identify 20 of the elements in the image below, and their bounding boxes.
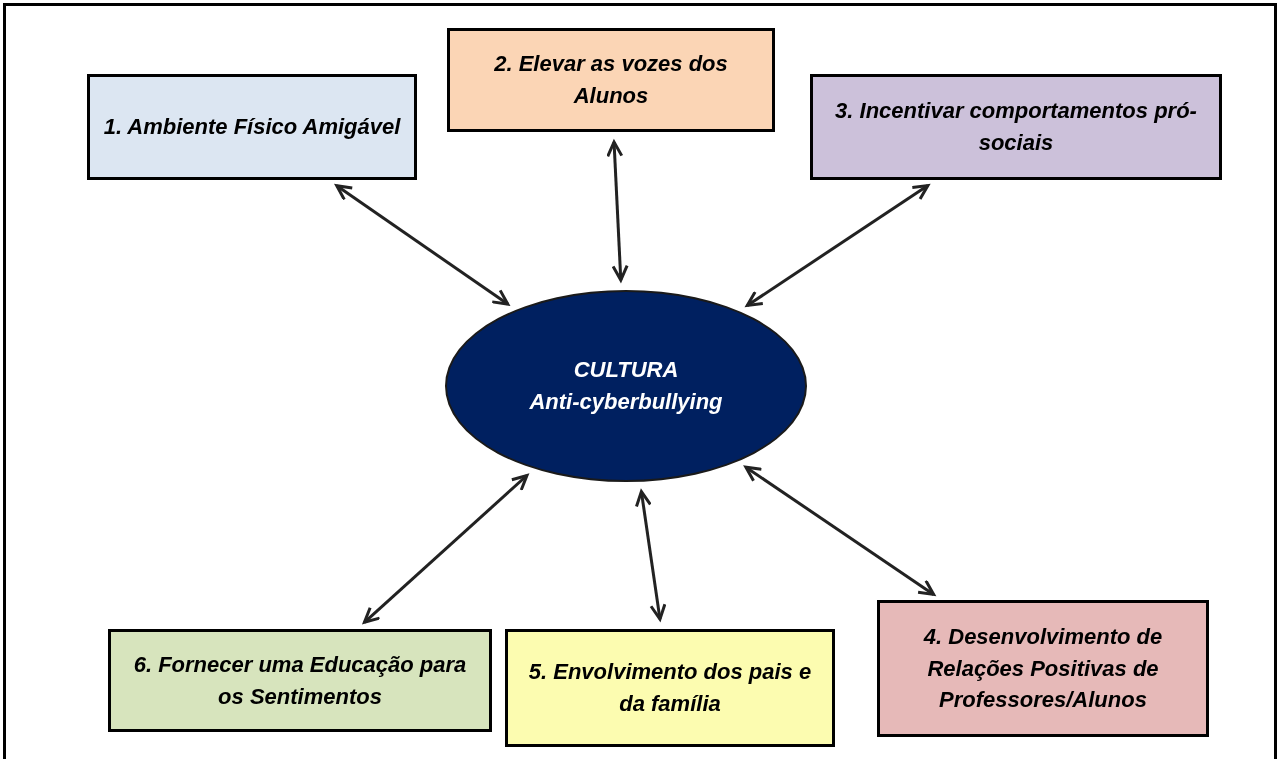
- double-arrow: [606, 140, 629, 282]
- process-box: [108, 629, 492, 732]
- node-text: 5. Envolvimento dos pais e da família: [527, 658, 813, 718]
- node-text: 1. Ambiente Físico Amigável: [103, 113, 401, 142]
- node-text: 6. Fornecer uma Educação para os Sentimentos: [132, 650, 468, 711]
- process-box: [877, 600, 1209, 737]
- process-box: [810, 74, 1222, 180]
- node-text: Anti-cyberbullying: [529, 388, 723, 416]
- node-text: 2. Elevar as vozes dos Alunos: [493, 50, 729, 110]
- node-text: 3. Incentivar comportamentos pró-sociais: [834, 97, 1198, 157]
- node-text: 4. Desenvolvimento de Relações Positivas de Professores/Alunos: [922, 622, 1164, 715]
- process-box: [87, 74, 417, 180]
- process-box: [505, 629, 835, 747]
- process-box: [447, 28, 775, 132]
- double-arrow: [635, 490, 667, 621]
- double-arrow: [362, 474, 529, 624]
- node-text: CULTURA: [573, 356, 679, 385]
- double-arrow: [745, 184, 930, 307]
- double-arrow: [335, 184, 510, 306]
- double-arrow: [744, 465, 936, 596]
